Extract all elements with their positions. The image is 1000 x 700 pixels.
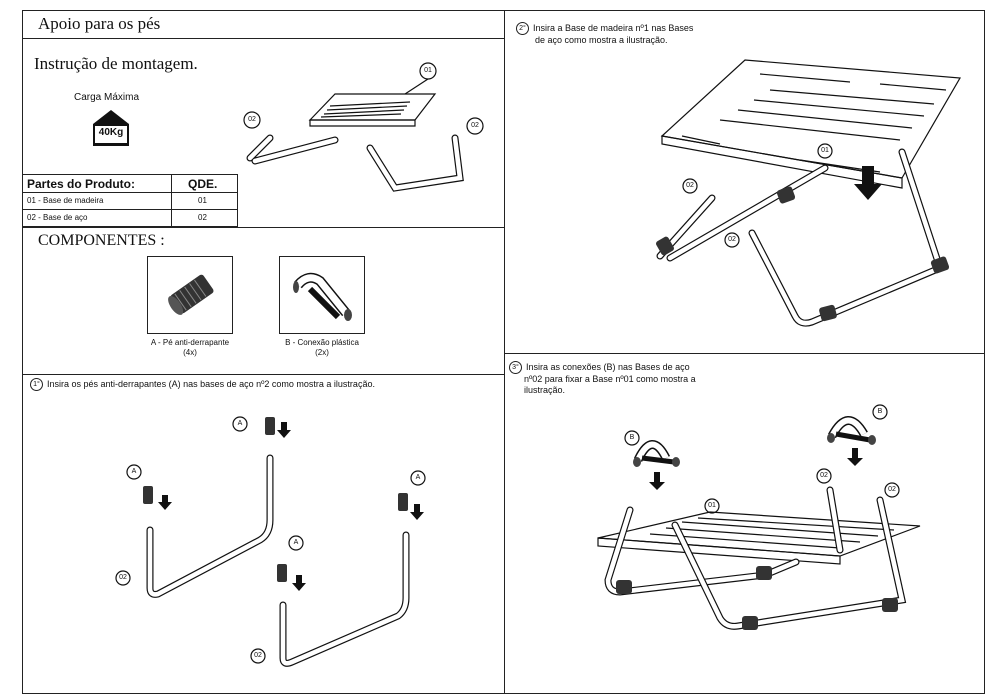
marker-b: B — [877, 408, 883, 415]
step3-line3: ilustração. — [524, 385, 566, 395]
table-row-name: 02 - Base de aço — [27, 213, 88, 222]
callout-02: 02 — [248, 116, 256, 123]
callout-02: 02 — [471, 122, 479, 129]
callout-02: 02 — [820, 472, 828, 479]
table-row-qty: 01 — [198, 196, 207, 205]
table-header-separator — [23, 192, 237, 193]
step2-line1: Insira a Base de madeira nº1 nas Bases — [533, 22, 694, 33]
step1-illustration — [115, 416, 426, 667]
table-row-qty: 02 — [198, 213, 207, 222]
assembly-heading: Instrução de montagem. — [34, 54, 198, 73]
connector-right — [827, 416, 876, 445]
marker-a: A — [415, 474, 421, 481]
marker-a: A — [293, 539, 299, 546]
components-heading: COMPONENTES : — [38, 232, 165, 249]
marker-a: A — [131, 468, 137, 475]
component-a-label: A - Pé anti-derrapante — [150, 338, 230, 347]
component-b-label: B - Conexão plástica — [285, 338, 359, 347]
col-header-product: Partes do Produto: — [27, 177, 136, 191]
callout-01: 01 — [708, 502, 716, 509]
callout-02: 02 — [686, 182, 694, 189]
callout-02: 02 — [888, 486, 896, 493]
plastic-connector-icon — [293, 272, 352, 321]
callout-02: 02 — [728, 236, 736, 243]
parts-table: Partes do Produto: QDE. 01 - Base de mad… — [22, 174, 238, 227]
divider — [22, 227, 505, 228]
left-column-border — [22, 10, 505, 694]
step-number: 2° — [516, 22, 529, 35]
page-title: Apoio para os pés — [38, 14, 161, 33]
step2-line2: de aço como mostra a ilustração. — [535, 35, 668, 45]
component-a-qty: (4x) — [183, 348, 197, 357]
marker-a: A — [237, 420, 243, 427]
step2-illustration — [656, 59, 961, 327]
component-b-box — [279, 256, 365, 334]
callout-02: 02 — [119, 574, 127, 581]
col-header-qty: QDE. — [188, 177, 218, 191]
step1-text: Insira os pés anti-derrapantes (A) nas b… — [47, 379, 375, 389]
callout-01: 01 — [821, 147, 829, 154]
table-row-name: 01 - Base de madeira — [27, 196, 104, 205]
product-overview-illustration — [243, 62, 484, 192]
callout-01: 01 — [424, 67, 432, 74]
component-a-box — [147, 256, 233, 334]
step-number: 3° — [509, 361, 522, 374]
step3-line1: Insira as conexões (B) nas Bases de aço — [526, 361, 690, 372]
weight-icon — [93, 110, 129, 146]
step3-line2: nº02 para fixar a Base nº01 como mostra … — [524, 374, 696, 384]
step-number: 1° — [30, 378, 43, 392]
callout-02: 02 — [254, 652, 262, 659]
divider — [22, 38, 505, 39]
step3-illustration — [597, 404, 921, 630]
table-row-separator — [23, 209, 237, 210]
connector-left — [633, 440, 680, 467]
step3-instruction: 3° Insira as conexões (B) nas Bases de aç… — [509, 361, 696, 396]
max-load-value: 40Kg — [98, 127, 124, 138]
step1-instruction: 1° Insira os pés anti-derrapantes (A) nas… — [30, 378, 375, 392]
max-load-label: Carga Máxima — [74, 92, 140, 103]
table-column-separator — [171, 175, 172, 226]
divider — [505, 353, 985, 354]
anti-slip-foot-icon — [168, 274, 214, 315]
component-b-qty: (2x) — [315, 348, 329, 357]
divider — [22, 374, 505, 375]
step2-instruction: 2° Insira a Base de madeira nº1 nas Bases… — [516, 22, 693, 46]
marker-b: B — [629, 434, 635, 441]
